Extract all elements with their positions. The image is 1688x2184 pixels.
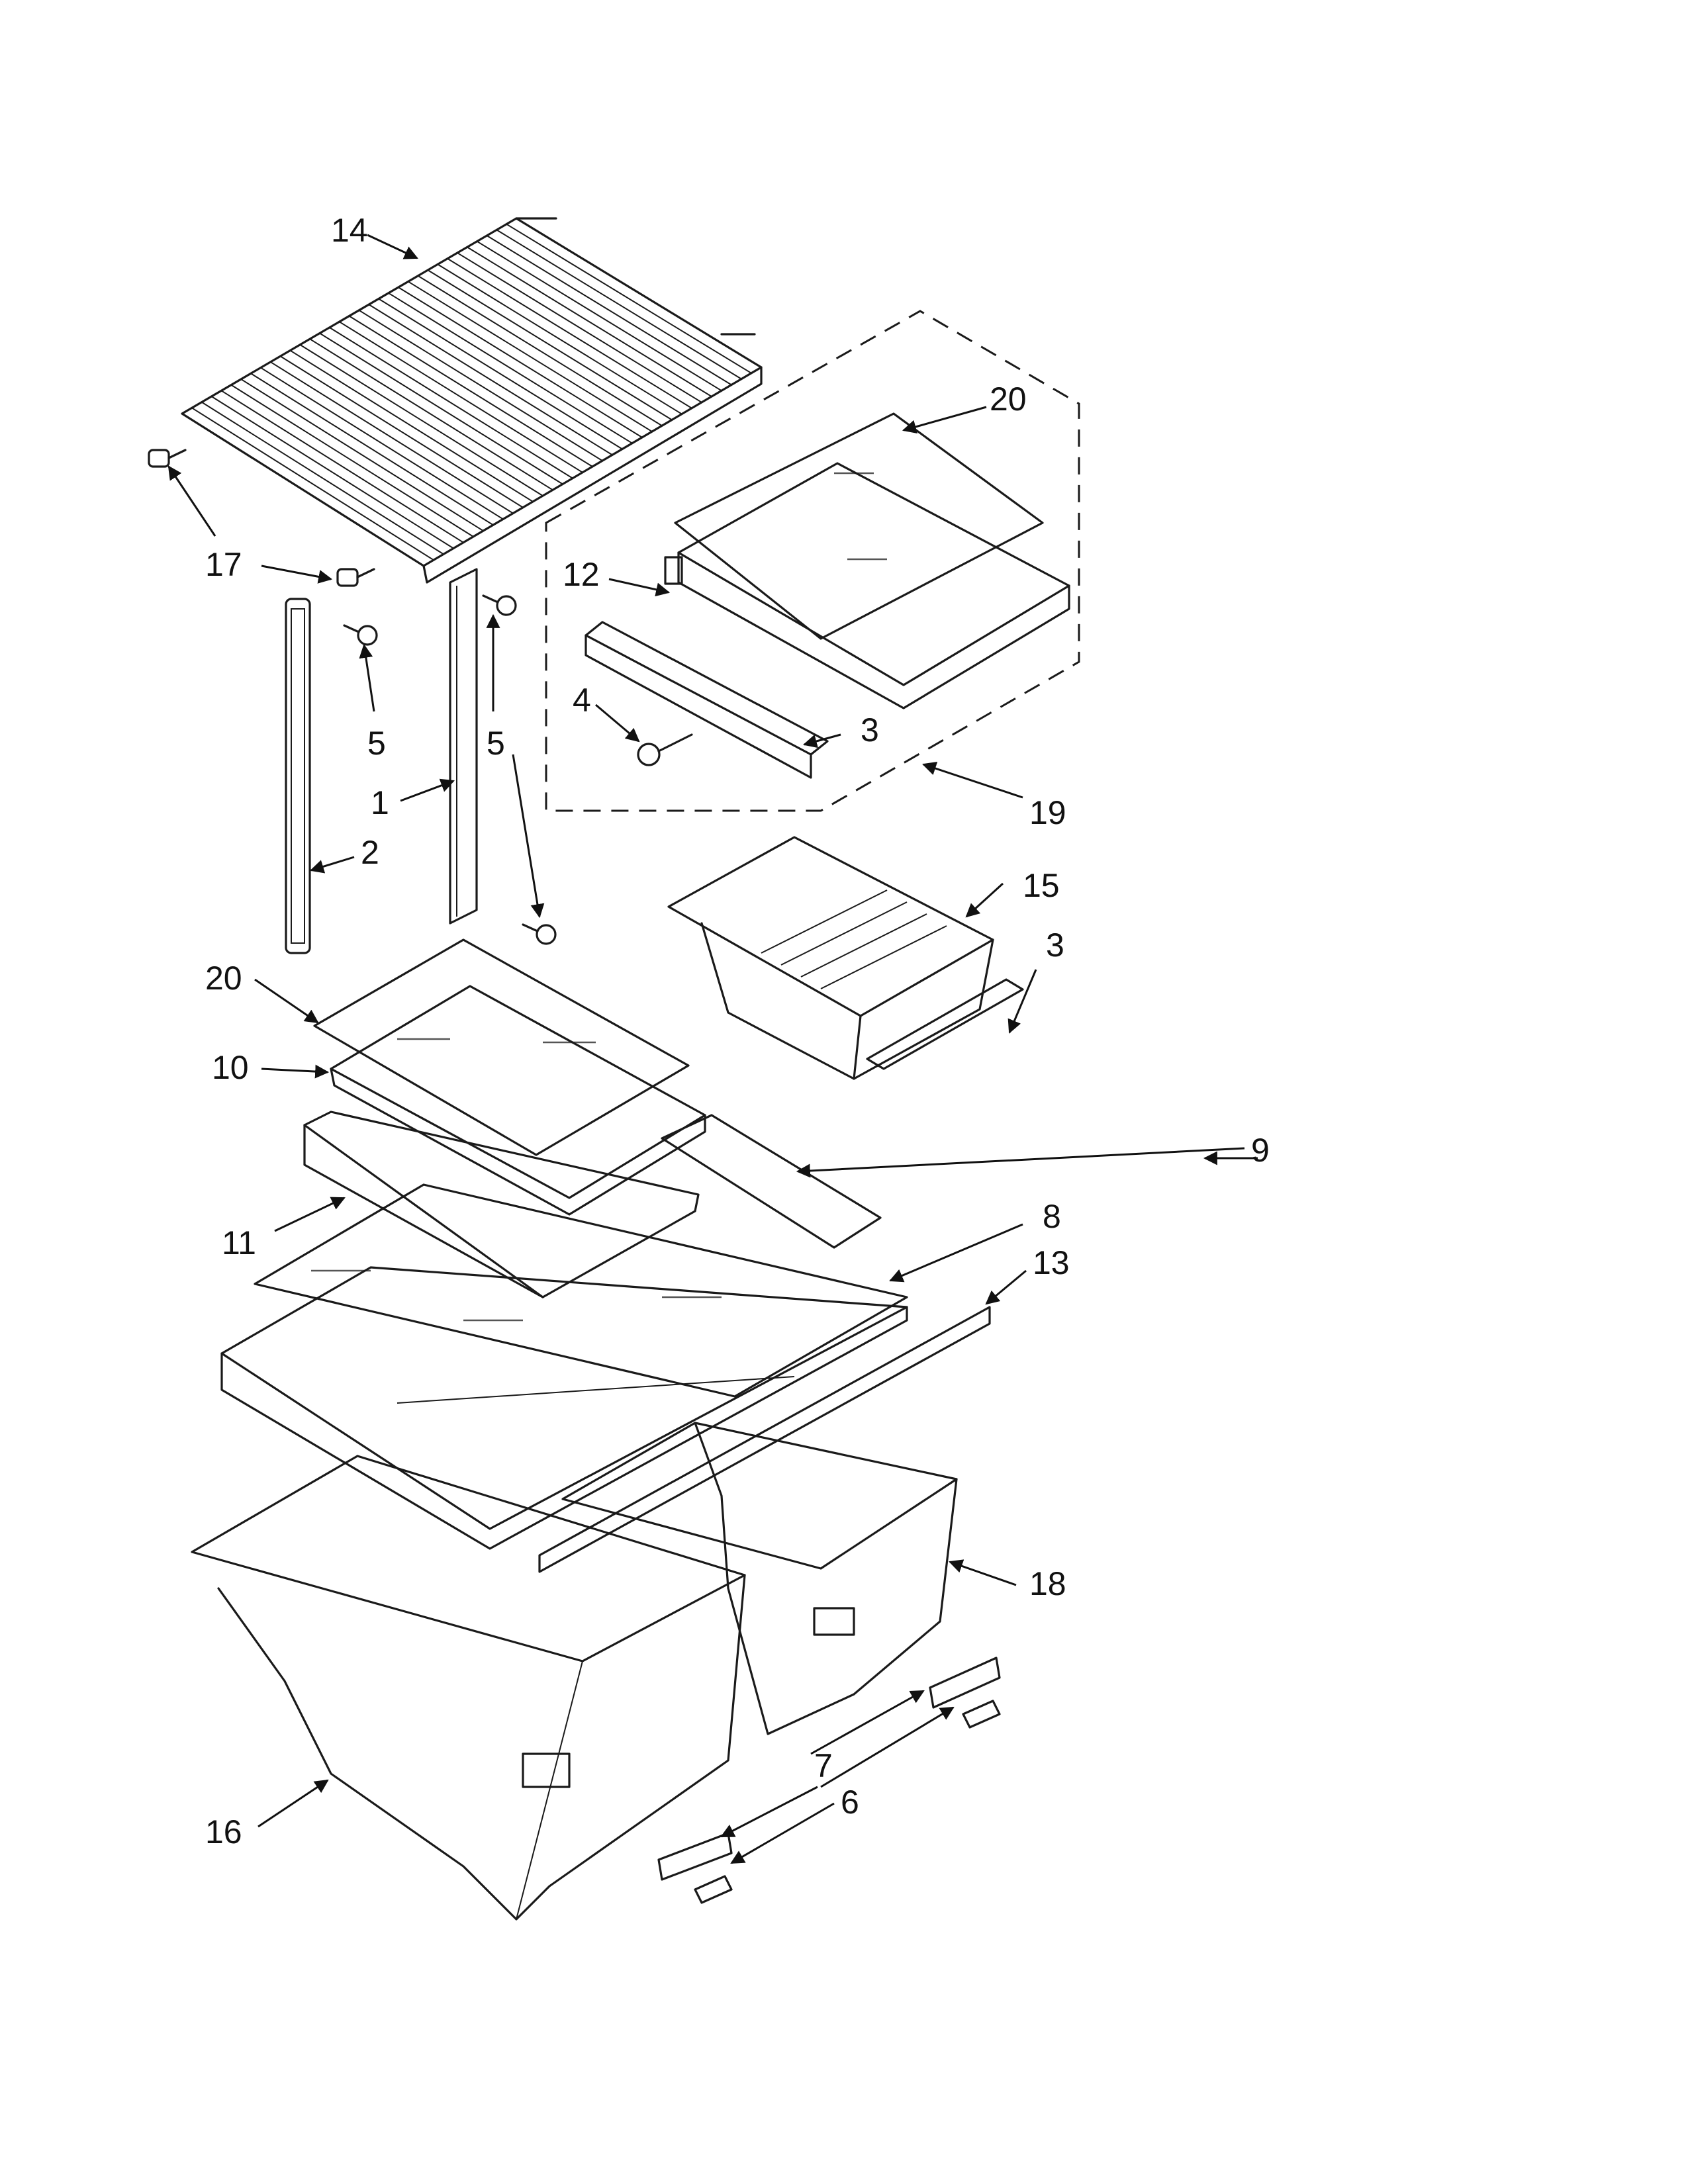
shelf-wire xyxy=(211,396,454,549)
shelf-end-cap-right xyxy=(336,568,375,587)
shelf-wire xyxy=(486,235,732,386)
shelf-ladder-left xyxy=(285,598,311,954)
callout-3-lower: 3 xyxy=(1046,927,1064,964)
crisper-drawer-right xyxy=(561,1422,958,1735)
callout-12: 12 xyxy=(563,556,600,593)
shelf-wire xyxy=(191,407,434,561)
shelf-wire xyxy=(467,246,712,397)
shelf-wire xyxy=(477,240,722,392)
callout-13: 13 xyxy=(1033,1244,1070,1281)
shelf-wire xyxy=(368,304,613,456)
shelf-wire xyxy=(299,344,543,496)
rail-screw xyxy=(637,733,693,766)
shelf-frame-lower xyxy=(330,985,706,1216)
shelf-wire xyxy=(339,321,583,473)
shelf-ladder-right xyxy=(449,568,478,925)
shelf-rail-lower xyxy=(866,978,1024,1070)
shelf-end-cap-left xyxy=(148,449,187,468)
shelf-wire xyxy=(280,355,524,508)
ladder-screw-b xyxy=(482,594,517,616)
drawer-clip-left xyxy=(694,1875,733,1904)
shelf-wire xyxy=(250,373,494,526)
callout-19: 19 xyxy=(1029,794,1066,831)
callout-5-right: 5 xyxy=(487,725,505,762)
crisper-cover-glass-large xyxy=(254,1183,908,1398)
callout-17: 17 xyxy=(205,546,242,583)
drawer-clip-right xyxy=(962,1700,1001,1729)
shelf-wire xyxy=(388,292,633,444)
meat-drawer xyxy=(667,836,994,1080)
shelf-wire xyxy=(348,315,593,467)
shelf-wire xyxy=(506,223,752,374)
drawer-label-left xyxy=(657,1832,733,1881)
shelf-wire xyxy=(457,252,702,403)
shelf-wire xyxy=(329,327,573,479)
callout-3-upper: 3 xyxy=(861,711,879,749)
shelf-wire xyxy=(417,275,663,427)
callout-14: 14 xyxy=(331,212,368,249)
shelf-wire xyxy=(289,349,534,502)
callout-7: 7 xyxy=(814,1747,833,1784)
shelf-wire xyxy=(427,269,673,421)
shelf-wire xyxy=(398,287,643,438)
callout-20-upper: 20 xyxy=(990,381,1027,418)
shelf-frame-rear xyxy=(303,1111,700,1298)
shelf-wire xyxy=(437,263,682,415)
crisper-drawer-left xyxy=(191,1455,746,1921)
callout-10: 10 xyxy=(212,1049,249,1086)
shelf-wire xyxy=(240,379,484,531)
ladder-screw-a xyxy=(343,624,378,646)
shelf-wire xyxy=(260,367,504,520)
callout-8: 8 xyxy=(1043,1198,1061,1235)
assembly-19-boundary xyxy=(545,310,1080,812)
crisper-cover-glass xyxy=(661,1114,882,1249)
callout-16: 16 xyxy=(205,1813,242,1850)
shelf-wire xyxy=(358,309,603,462)
callout-6: 6 xyxy=(841,1784,859,1821)
shelf-wire xyxy=(496,229,742,380)
shelf-wire xyxy=(201,401,444,555)
callout-2: 2 xyxy=(361,834,379,871)
shelf-wire xyxy=(378,298,623,450)
shelf-frame-upper xyxy=(664,462,1070,709)
callout-9: 9 xyxy=(1251,1132,1270,1169)
shelf-wire xyxy=(270,361,514,514)
callout-4: 4 xyxy=(573,682,591,719)
leader-lines xyxy=(167,234,1258,1864)
shelf-wire xyxy=(220,390,464,543)
glass-shelf-lower xyxy=(313,938,690,1156)
callout-11: 11 xyxy=(222,1224,256,1261)
shelf-rail-upper xyxy=(585,621,829,779)
wire-shelf xyxy=(181,217,763,584)
glass-shelf-upper xyxy=(674,412,1044,640)
drawer-label-right xyxy=(929,1657,1001,1709)
shelf-wire xyxy=(230,384,474,537)
crisper-cover-frame xyxy=(220,1266,908,1550)
shelf-wire xyxy=(309,338,553,491)
callout-20-lower: 20 xyxy=(205,960,242,997)
callout-15: 15 xyxy=(1023,867,1060,904)
shelf-wire xyxy=(319,332,563,485)
ladder-screw-c xyxy=(522,923,557,945)
callout-1: 1 xyxy=(371,784,389,821)
shelf-wire xyxy=(447,257,692,409)
drawer-grid xyxy=(761,889,947,989)
shelf-wire xyxy=(408,281,653,432)
callout-18: 18 xyxy=(1029,1565,1066,1602)
callout-5-left: 5 xyxy=(367,725,386,762)
crisper-cover-rail xyxy=(538,1306,991,1573)
